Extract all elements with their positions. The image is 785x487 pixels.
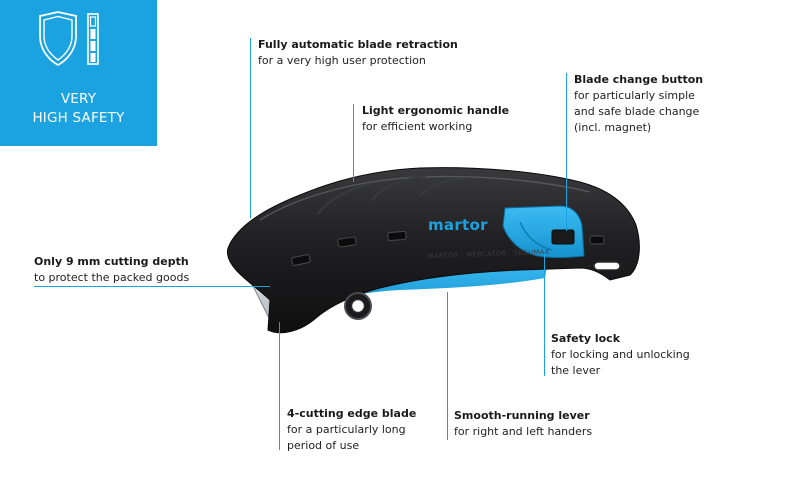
callout-handle-title: Light ergonomic handle [362,104,510,117]
callout-safety-lock-desc-1: for locking and unlocking [551,348,690,361]
leader-lever [447,292,448,440]
callout-blade-change: Blade change button for particularly sim… [574,72,703,136]
callout-blade-change-desc-2: and safe blade change [574,105,700,118]
callout-blade-change-desc-1: for particularly simple [574,89,695,102]
leader-retraction [250,38,251,218]
callout-blade-desc-2: period of use [287,439,360,452]
leader-safety-lock [544,254,545,376]
badge-line-1: VERY [60,91,97,107]
shield-level-icon [39,11,99,67]
callout-blade-desc-1: for a particularly long [287,423,406,436]
callout-retraction: Fully automatic blade retraction for a v… [258,37,458,69]
callout-blade-change-desc-3: (incl. magnet) [574,121,652,134]
callout-safety-lock-desc-2: the lever [551,364,601,377]
blade-change-button-shape [502,205,585,258]
callout-lever: Smooth-running lever for right and left … [454,408,592,440]
brand-logo: martor [428,216,488,234]
safety-level-label: VERY HIGH SAFETY [0,90,157,128]
callout-safety-lock-title: Safety lock [551,332,621,345]
callout-blade-title: 4-cutting edge blade [287,407,417,420]
safety-level-badge: VERY HIGH SAFETY [0,0,157,146]
leader-blade [279,322,280,450]
callout-lever-title: Smooth-running lever [454,409,590,422]
callout-retraction-title: Fully automatic blade retraction [258,38,458,51]
callout-blade-change-title: Blade change button [574,73,704,86]
leader-depth [34,286,270,287]
badge-line-2: HIGH SAFETY [32,110,125,126]
callout-depth-title: Only 9 mm cutting depth [34,255,189,268]
callout-depth: Only 9 mm cutting depth to protect the p… [34,254,189,286]
leader-blade-change [566,73,567,231]
leader-handle [353,104,354,182]
callout-handle: Light ergonomic handle for efficient wor… [362,103,509,135]
callout-handle-desc: for efficient working [362,120,473,133]
callout-depth-desc: to protect the packed goods [34,271,190,284]
callout-retraction-desc: for a very high user protection [258,54,426,67]
callout-safety-lock: Safety lock for locking and unlocking th… [551,331,690,379]
callout-lever-desc: for right and left handers [454,425,593,438]
callout-blade: 4-cutting edge blade for a particularly … [287,406,416,454]
